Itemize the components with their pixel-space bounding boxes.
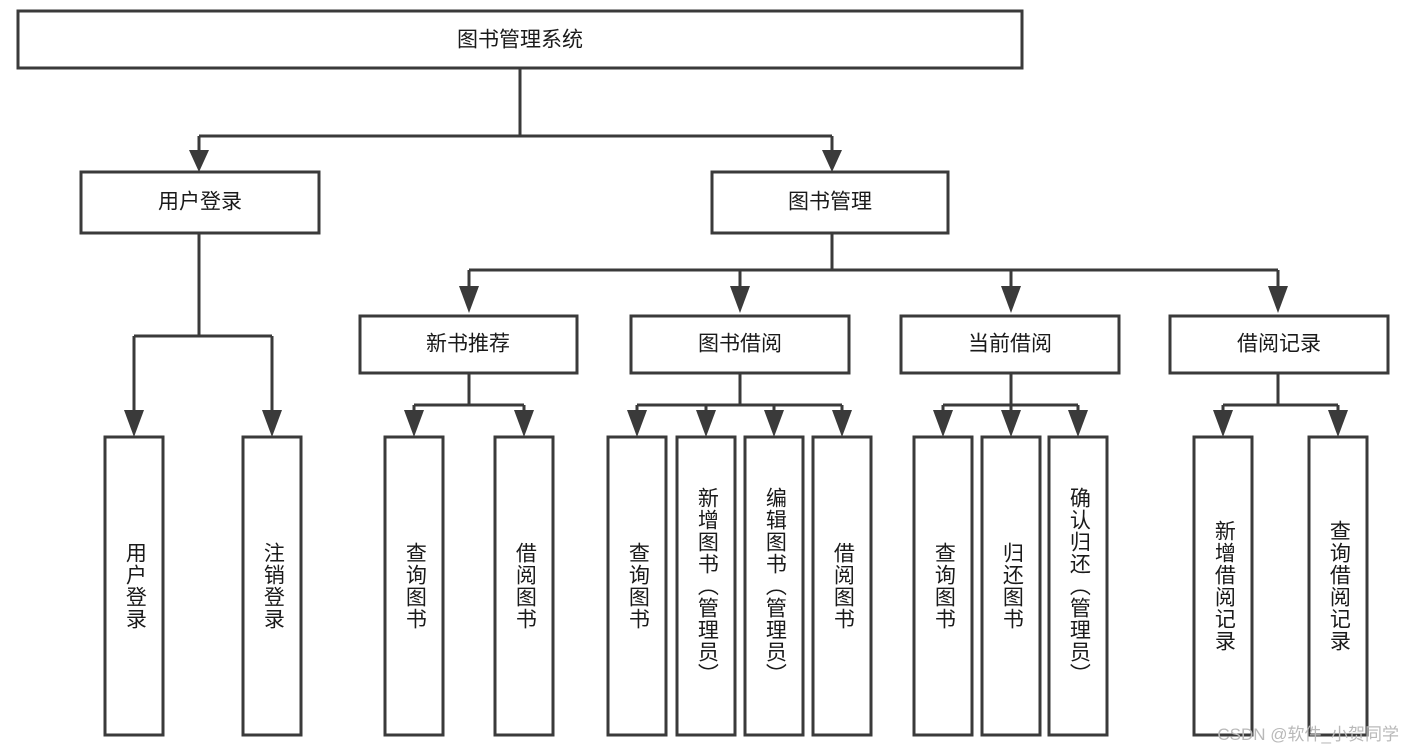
arrow-head-leaf-query-record [1328, 410, 1348, 437]
node-user-login-label: 用户登录 [158, 191, 242, 214]
node-borrow-record-box[interactable] [1168, 314, 1390, 375]
arrow-head-leaf-query-book-1 [404, 410, 424, 437]
node-leaf-user-login-box[interactable] [103, 435, 165, 737]
arrow-head-leaf-user-login [124, 410, 144, 437]
node-leaf-query-record-box[interactable] [1307, 435, 1369, 737]
node-leaf-add-record-box[interactable] [1192, 435, 1254, 737]
arrow-head-leaf-confirm-return [1068, 410, 1088, 437]
node-leaf-query-book-3-box[interactable] [912, 435, 974, 737]
node-current-borrow-box[interactable] [899, 314, 1121, 375]
node-borrow-record-label: 借阅记录 [1237, 333, 1321, 356]
arrow-head-to-book-manage [822, 150, 842, 172]
arrow-head-book-borrow [730, 286, 750, 313]
arrow-head-borrow-record [1268, 286, 1288, 313]
arrow-head-leaf-query-book-3 [933, 410, 953, 437]
arrow-head-leaf-borrow-book-1 [514, 410, 534, 437]
node-book-manage-label: 图书管理 [788, 191, 872, 214]
node-new-book-rec-label: 新书推荐 [426, 333, 510, 356]
node-current-borrow-label: 当前借阅 [968, 333, 1052, 356]
node-leaf-borrow-book-1-box[interactable] [493, 435, 555, 737]
node-book-borrow-label: 图书借阅 [698, 333, 782, 356]
arrow-head-current-borrow [1001, 286, 1021, 313]
node-leaf-logout-login-box[interactable] [241, 435, 303, 737]
arrow-head-leaf-add-book [696, 410, 716, 437]
node-user-login-box[interactable] [79, 170, 321, 235]
node-leaf-query-book-2-box[interactable] [606, 435, 668, 737]
arrow-head-leaf-borrow-book-2 [832, 410, 852, 437]
arrow-head-leaf-edit-book [764, 410, 784, 437]
node-layer: 图书管理系统 用户登录 图书管理 新书推荐 图书借阅 当前借阅 借阅记录 [16, 9, 1390, 737]
node-leaf-borrow-book-2-box[interactable] [811, 435, 873, 737]
arrow-head-leaf-return-book [1001, 410, 1021, 437]
node-leaf-query-book-1-box[interactable] [383, 435, 445, 737]
arrow-head-new-book-rec [459, 286, 479, 313]
arrow-head-leaf-logout-login [262, 410, 282, 437]
node-leaf-edit-book-box[interactable] [743, 435, 805, 737]
connector-layer [124, 68, 1348, 437]
node-leaf-return-book-box[interactable] [980, 435, 1042, 737]
arrow-head-to-user-login [189, 150, 209, 172]
node-leaf-add-book-box[interactable] [675, 435, 737, 737]
node-root-label: 图书管理系统 [457, 29, 583, 52]
node-root-box[interactable] [16, 9, 1024, 70]
arrow-head-leaf-query-book-2 [627, 410, 647, 437]
node-new-book-rec-box[interactable] [358, 314, 579, 375]
node-leaf-confirm-return-box[interactable] [1047, 435, 1109, 737]
node-book-manage-box[interactable] [710, 170, 950, 235]
arrow-head-leaf-add-record [1213, 410, 1233, 437]
csdn-watermark: CSDN @软件_小贺同学 [1217, 725, 1399, 744]
node-book-borrow-box[interactable] [629, 314, 851, 375]
